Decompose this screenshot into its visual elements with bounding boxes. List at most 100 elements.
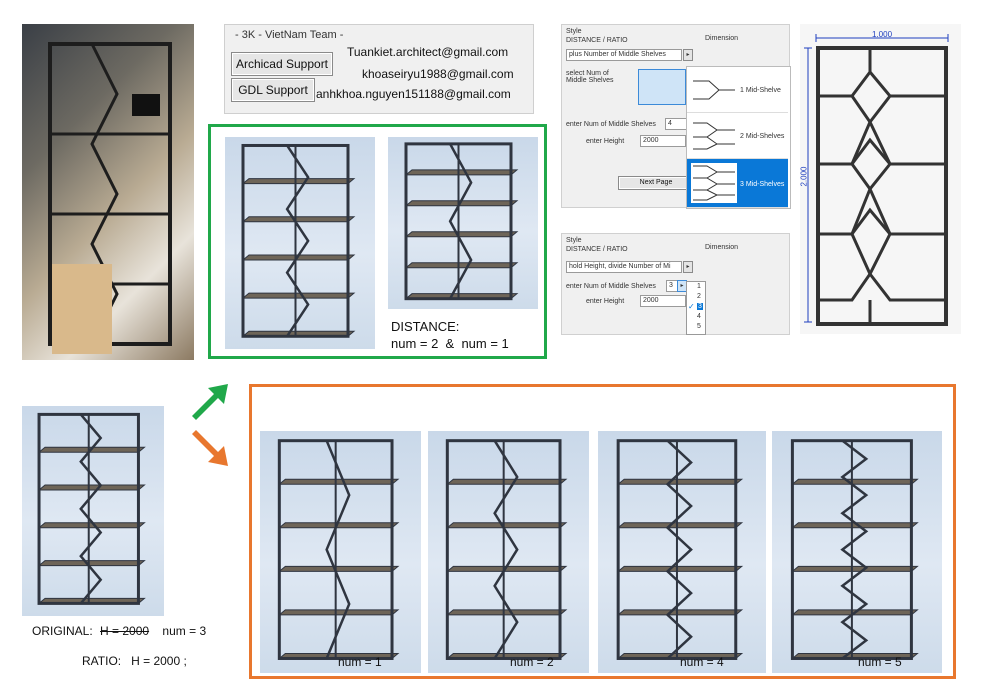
zigzag-divider [665, 439, 693, 660]
shelf-board [277, 565, 400, 572]
shelf-frame [277, 439, 394, 660]
option-label: 2 Mid-Shelves [740, 133, 785, 140]
style-dropdown[interactable]: plus Number of Middle Shelves [566, 49, 682, 61]
plan-drawing: 1.000 2.000 [800, 24, 961, 334]
option-label: 3 Mid-Shelves [740, 181, 785, 188]
shelf-diagram-1-icon [693, 80, 735, 100]
list-item-selected[interactable]: 3 [697, 303, 703, 310]
shelf-board [616, 478, 744, 485]
dimension-label: Dimension [705, 244, 739, 251]
gdl-support-button[interactable]: GDL Support [231, 78, 315, 102]
shelf-board [791, 565, 919, 572]
bookshelf-render [37, 412, 146, 605]
render-num-2 [428, 431, 589, 673]
shelf-diagram-2-icon [693, 122, 735, 150]
shelf-board [445, 522, 568, 529]
shelf-board [404, 262, 519, 269]
original-num: num = 3 [162, 624, 207, 638]
check-icon: ✓ [688, 302, 695, 311]
render-num-1 [260, 431, 421, 673]
render-label-num-5: num = 5 [858, 655, 902, 669]
zigzag-divider [840, 439, 869, 660]
ratio-group: num = 1 num = 2 num = 4 num = 5 [249, 384, 956, 679]
settings-panel-bottom: Style DISTANCE / RATIO Dimension hold He… [561, 233, 790, 335]
team-title: - 3K - VietNam Team - [235, 29, 344, 41]
next-page-button[interactable]: Next Page [618, 176, 694, 190]
zigzag-divider [448, 143, 473, 300]
render-distance-num-2 [225, 137, 375, 349]
green-arrow-icon [192, 384, 228, 420]
list-item[interactable]: 5 [697, 323, 701, 330]
shelf-board [277, 478, 400, 485]
archicad-support-button[interactable]: Archicad Support [231, 52, 333, 76]
bookshelf-render [445, 439, 568, 660]
zigzag-divider [325, 440, 351, 659]
mid-shelves-selector[interactable] [638, 69, 686, 105]
ratio-caption: RATIO: H = 2000 ; [82, 654, 187, 668]
orange-arrow-icon [192, 430, 228, 466]
email-tuankiet[interactable]: Tuankiet.architect@gmail.com [347, 45, 509, 59]
style-sub-label: DISTANCE / RATIO [566, 246, 628, 253]
option-1-mid-shelve[interactable]: 1 Mid-Shelve [687, 67, 788, 113]
option-2-mid-shelves[interactable]: 2 Mid-Shelves [687, 113, 788, 159]
original-caption: ORIGINAL: H = 2000 num = 3 [32, 624, 206, 638]
enter-num-field[interactable]: 4 [665, 118, 687, 130]
shelf-board [277, 522, 400, 529]
shelf-board [445, 609, 568, 616]
enter-height-label: enter Height [586, 298, 625, 305]
list-item[interactable]: 4 [697, 313, 701, 320]
team-contact-box: - 3K - VietNam Team - Archicad Support G… [224, 24, 534, 114]
enter-num-label: enter Num of Middle Shelves [566, 283, 656, 290]
select-num-label: select Num of Middle Shelves [566, 70, 614, 84]
distance-caption-values: num = 2 & num = 1 [391, 336, 509, 351]
render-original [22, 406, 164, 616]
zigzag-divider [79, 413, 103, 605]
dropdown-arrow-icon[interactable]: ▸ [683, 49, 693, 61]
shelf-board [241, 216, 356, 223]
bookshelf-render [404, 142, 519, 301]
distance-group: DISTANCE: num = 2 & num = 1 [208, 124, 547, 359]
enter-height-label: enter Height [586, 138, 625, 145]
shelf-frame [790, 439, 913, 660]
bookshelf-render [790, 439, 919, 660]
email-khoaseiryu[interactable]: khoaseiryu1988@gmail.com [362, 67, 514, 81]
render-label-num-1: num = 1 [338, 655, 382, 669]
zigzag-divider [493, 440, 519, 660]
render-label-num-2: num = 2 [510, 655, 554, 669]
shelf-board [277, 609, 400, 616]
render-num-5 [772, 431, 942, 673]
shelf-board [791, 478, 919, 485]
plan-drawing-svg [804, 34, 949, 326]
render-num-4 [598, 431, 766, 673]
render-distance-num-1 [388, 137, 538, 309]
shelf-board [241, 292, 356, 299]
mid-shelves-options: 1 Mid-Shelve 2 Mid-Shelves 3 Mid-Shelves [686, 66, 791, 209]
shelf-frame [37, 412, 140, 605]
shelf-frame [445, 439, 562, 660]
list-item[interactable]: 2 [697, 293, 701, 300]
list-item[interactable]: 1 [697, 283, 701, 290]
shelf-board [791, 522, 919, 529]
style-label: Style [566, 28, 582, 35]
zigzag-divider [285, 144, 310, 337]
photo-shelf-outline [48, 42, 172, 354]
style-label: Style [566, 237, 582, 244]
email-anhkhoa[interactable]: anhkhoa.nguyen151188@gmail.com [316, 87, 511, 101]
dimension-label: Dimension [705, 35, 739, 42]
shelf-board [404, 231, 519, 238]
shelf-board [616, 522, 744, 529]
bookshelf-render [616, 439, 744, 660]
option-3-mid-shelves[interactable]: 3 Mid-Shelves [687, 159, 788, 208]
bookshelf-render [277, 439, 400, 660]
showroom-photo [22, 24, 194, 360]
enter-height-field[interactable]: 2000 [640, 135, 686, 147]
enter-height-field[interactable]: 2000 [640, 295, 686, 307]
dropdown-arrow-icon[interactable]: ▸ [683, 261, 693, 273]
option-label: 1 Mid-Shelve [740, 87, 781, 94]
shelf-diagram-3-icon [691, 163, 737, 203]
bookshelf-render [241, 143, 356, 338]
enter-num-label: enter Num of Middle Shelves [566, 121, 656, 128]
enter-num-field[interactable]: 3 [666, 280, 679, 292]
shelf-board [404, 169, 519, 176]
style-dropdown[interactable]: hold Height, divide Number of Mi [566, 261, 682, 273]
